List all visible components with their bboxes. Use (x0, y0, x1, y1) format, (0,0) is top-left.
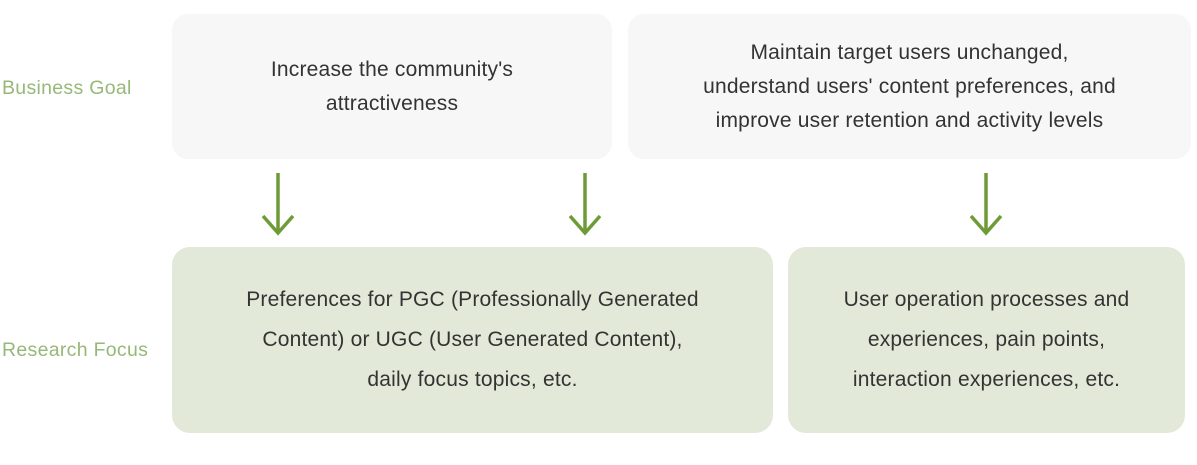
research-focus-box-content-preferences: Preferences for PGC (Professionally Gene… (172, 247, 773, 433)
business-goal-box-community-text: Increase the community's attractiveness (270, 57, 514, 115)
down-arrow-icon (567, 172, 603, 236)
business-goal-box-community: Increase the community's attractiveness (172, 14, 612, 159)
down-arrow-icon (968, 172, 1004, 236)
research-focus-box-user-experience: User operation processes and experiences… (788, 247, 1185, 433)
business-goal-box-retention-text: Maintain target users unchanged, underst… (703, 40, 1116, 132)
business-goal-row-label: Business Goal (2, 77, 132, 99)
research-focus-box-user-experience-text: User operation processes and experiences… (843, 288, 1130, 391)
down-arrow-icon (260, 172, 296, 236)
research-focus-box-content-preferences-text: Preferences for PGC (Professionally Gene… (246, 288, 699, 391)
business-goal-box-retention: Maintain target users unchanged, underst… (628, 14, 1191, 159)
research-focus-row-label: Research Focus (2, 339, 149, 361)
